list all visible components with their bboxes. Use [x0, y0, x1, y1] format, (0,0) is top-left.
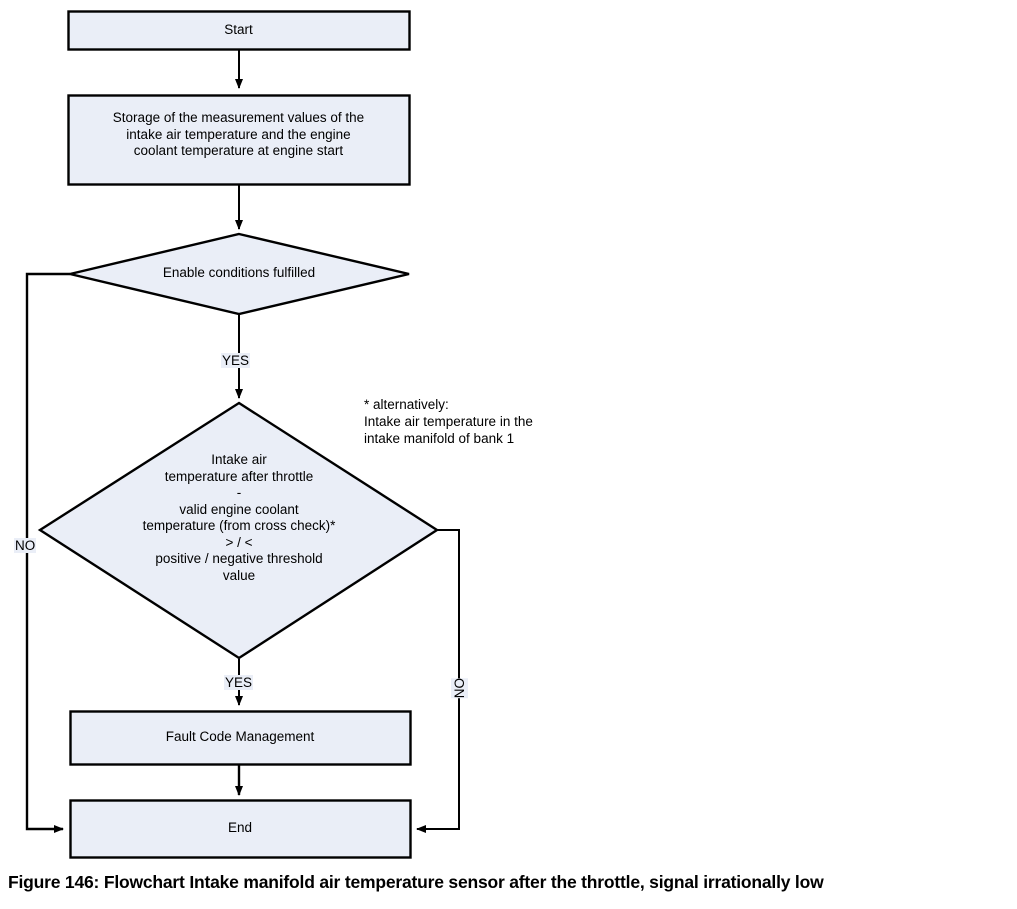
figure-caption: Figure 146: Flowchart Intake manifold ai…: [8, 872, 824, 892]
branch-label-threshold-no: NO: [451, 678, 468, 699]
node-storage-shape[interactable]: [67, 94, 411, 186]
node-end-shape[interactable]: [69, 799, 412, 859]
node-enable-conditions-shape[interactable]: [69, 232, 410, 316]
branch-label-enable-yes: YES: [221, 353, 251, 368]
branch-label-threshold-yes: YES: [224, 675, 254, 690]
annotation-note: * alternatively: Intake air temperature …: [364, 397, 533, 446]
branch-label-enable-no: NO: [14, 538, 37, 553]
node-fault-code-management-shape[interactable]: [69, 710, 412, 766]
node-threshold-check-shape[interactable]: [37, 401, 440, 660]
node-start-shape[interactable]: [67, 10, 411, 51]
